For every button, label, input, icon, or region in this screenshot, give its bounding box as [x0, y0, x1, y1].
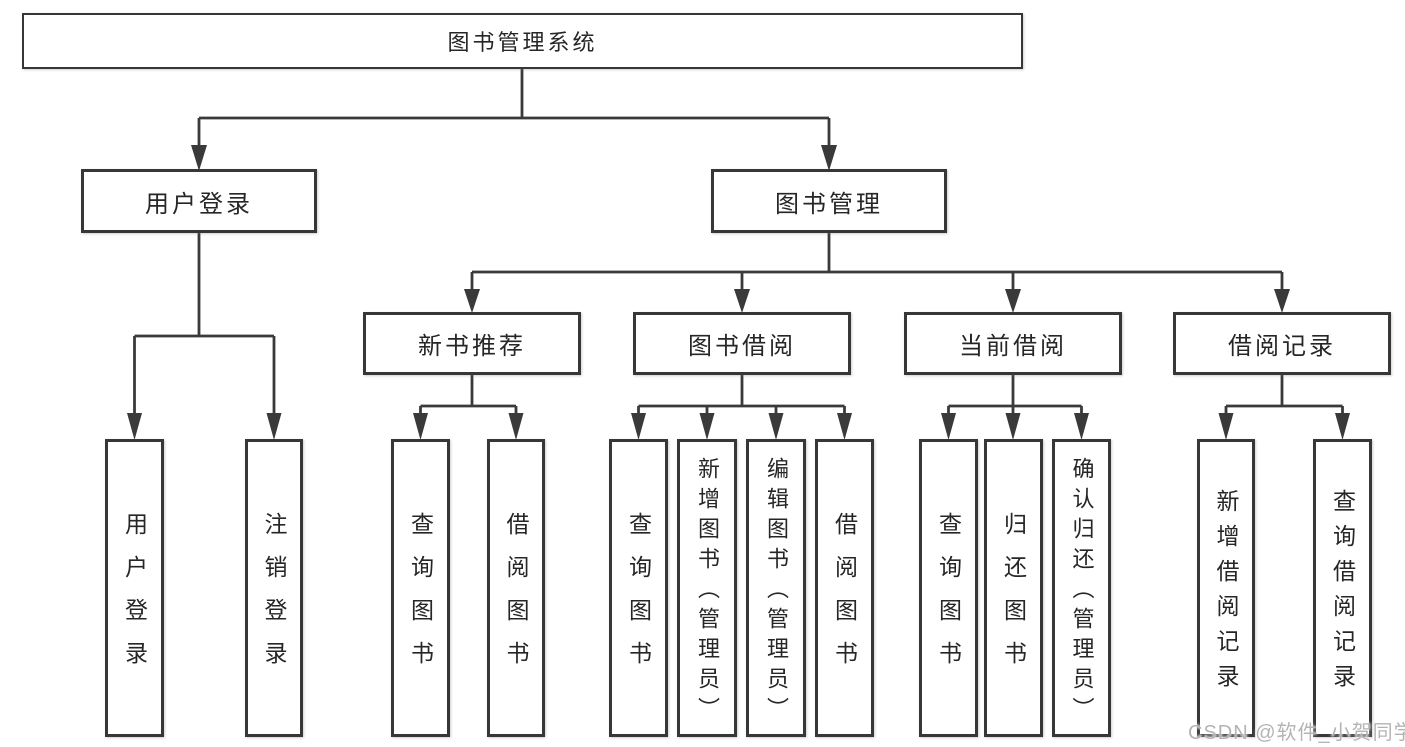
leaf-confirm-return-admin: 确认归还（管理员） — [1052, 439, 1111, 737]
node-label: 图书管理系统 — [447, 30, 598, 55]
node-label: 当前借阅 — [959, 333, 1067, 360]
leaf-add-book-admin: 新增图书（管理员） — [677, 439, 737, 737]
leaf-query-books-recommend: 查询图书 — [391, 439, 450, 737]
node-label: 图书借阅 — [688, 333, 796, 360]
leaf-logout-login: 注销登录 — [245, 439, 303, 737]
node-new-book-recommendation: 新书推荐 — [363, 312, 581, 375]
node-book-management: 图书管理 — [711, 169, 947, 233]
leaf-label: 查询图书 — [407, 512, 434, 684]
leaf-edit-book-admin: 编辑图书（管理员） — [746, 439, 806, 737]
leaf-borrow-books-borrowing: 借阅图书 — [815, 439, 874, 737]
leaf-label: 查询图书 — [625, 512, 652, 684]
leaf-query-books-borrowing: 查询图书 — [609, 439, 668, 737]
leaf-label: 编辑图书（管理员） — [764, 457, 789, 727]
leaf-label: 借阅图书 — [831, 512, 858, 684]
leaf-borrow-books-recommend: 借阅图书 — [487, 439, 545, 737]
leaf-query-books-current: 查询图书 — [919, 439, 978, 737]
leaf-label: 确认归还（管理员） — [1069, 457, 1095, 727]
node-borrowing-records: 借阅记录 — [1173, 312, 1391, 375]
leaf-label: 新增图书（管理员） — [695, 457, 720, 727]
leaf-query-borrow-record: 查询借阅记录 — [1313, 439, 1372, 737]
node-label: 用户登录 — [145, 190, 253, 218]
leaf-label: 新增借阅记录 — [1213, 489, 1239, 699]
csdn-watermark: CSDN @软件_小贺同学 — [1188, 722, 1405, 744]
leaf-label: 借阅图书 — [503, 512, 529, 684]
leaf-label: 查询借阅记录 — [1329, 489, 1356, 699]
node-label: 图书管理 — [775, 190, 883, 218]
node-book-management-system: 图书管理系统 — [22, 13, 1023, 69]
node-label: 借阅记录 — [1228, 333, 1336, 360]
node-book-borrowing: 图书借阅 — [633, 312, 851, 375]
leaf-label: 归还图书 — [1000, 512, 1027, 684]
leaf-return-book: 归还图书 — [984, 439, 1043, 737]
leaf-label: 注销登录 — [261, 512, 287, 684]
leaf-user-login: 用户登录 — [105, 439, 164, 737]
leaf-label: 查询图书 — [935, 512, 962, 684]
node-current-borrowing: 当前借阅 — [904, 312, 1122, 375]
leaf-label: 用户登录 — [121, 512, 148, 684]
node-user-login: 用户登录 — [81, 169, 317, 233]
leaf-add-borrow-record: 新增借阅记录 — [1197, 439, 1255, 737]
node-label: 新书推荐 — [418, 333, 526, 360]
